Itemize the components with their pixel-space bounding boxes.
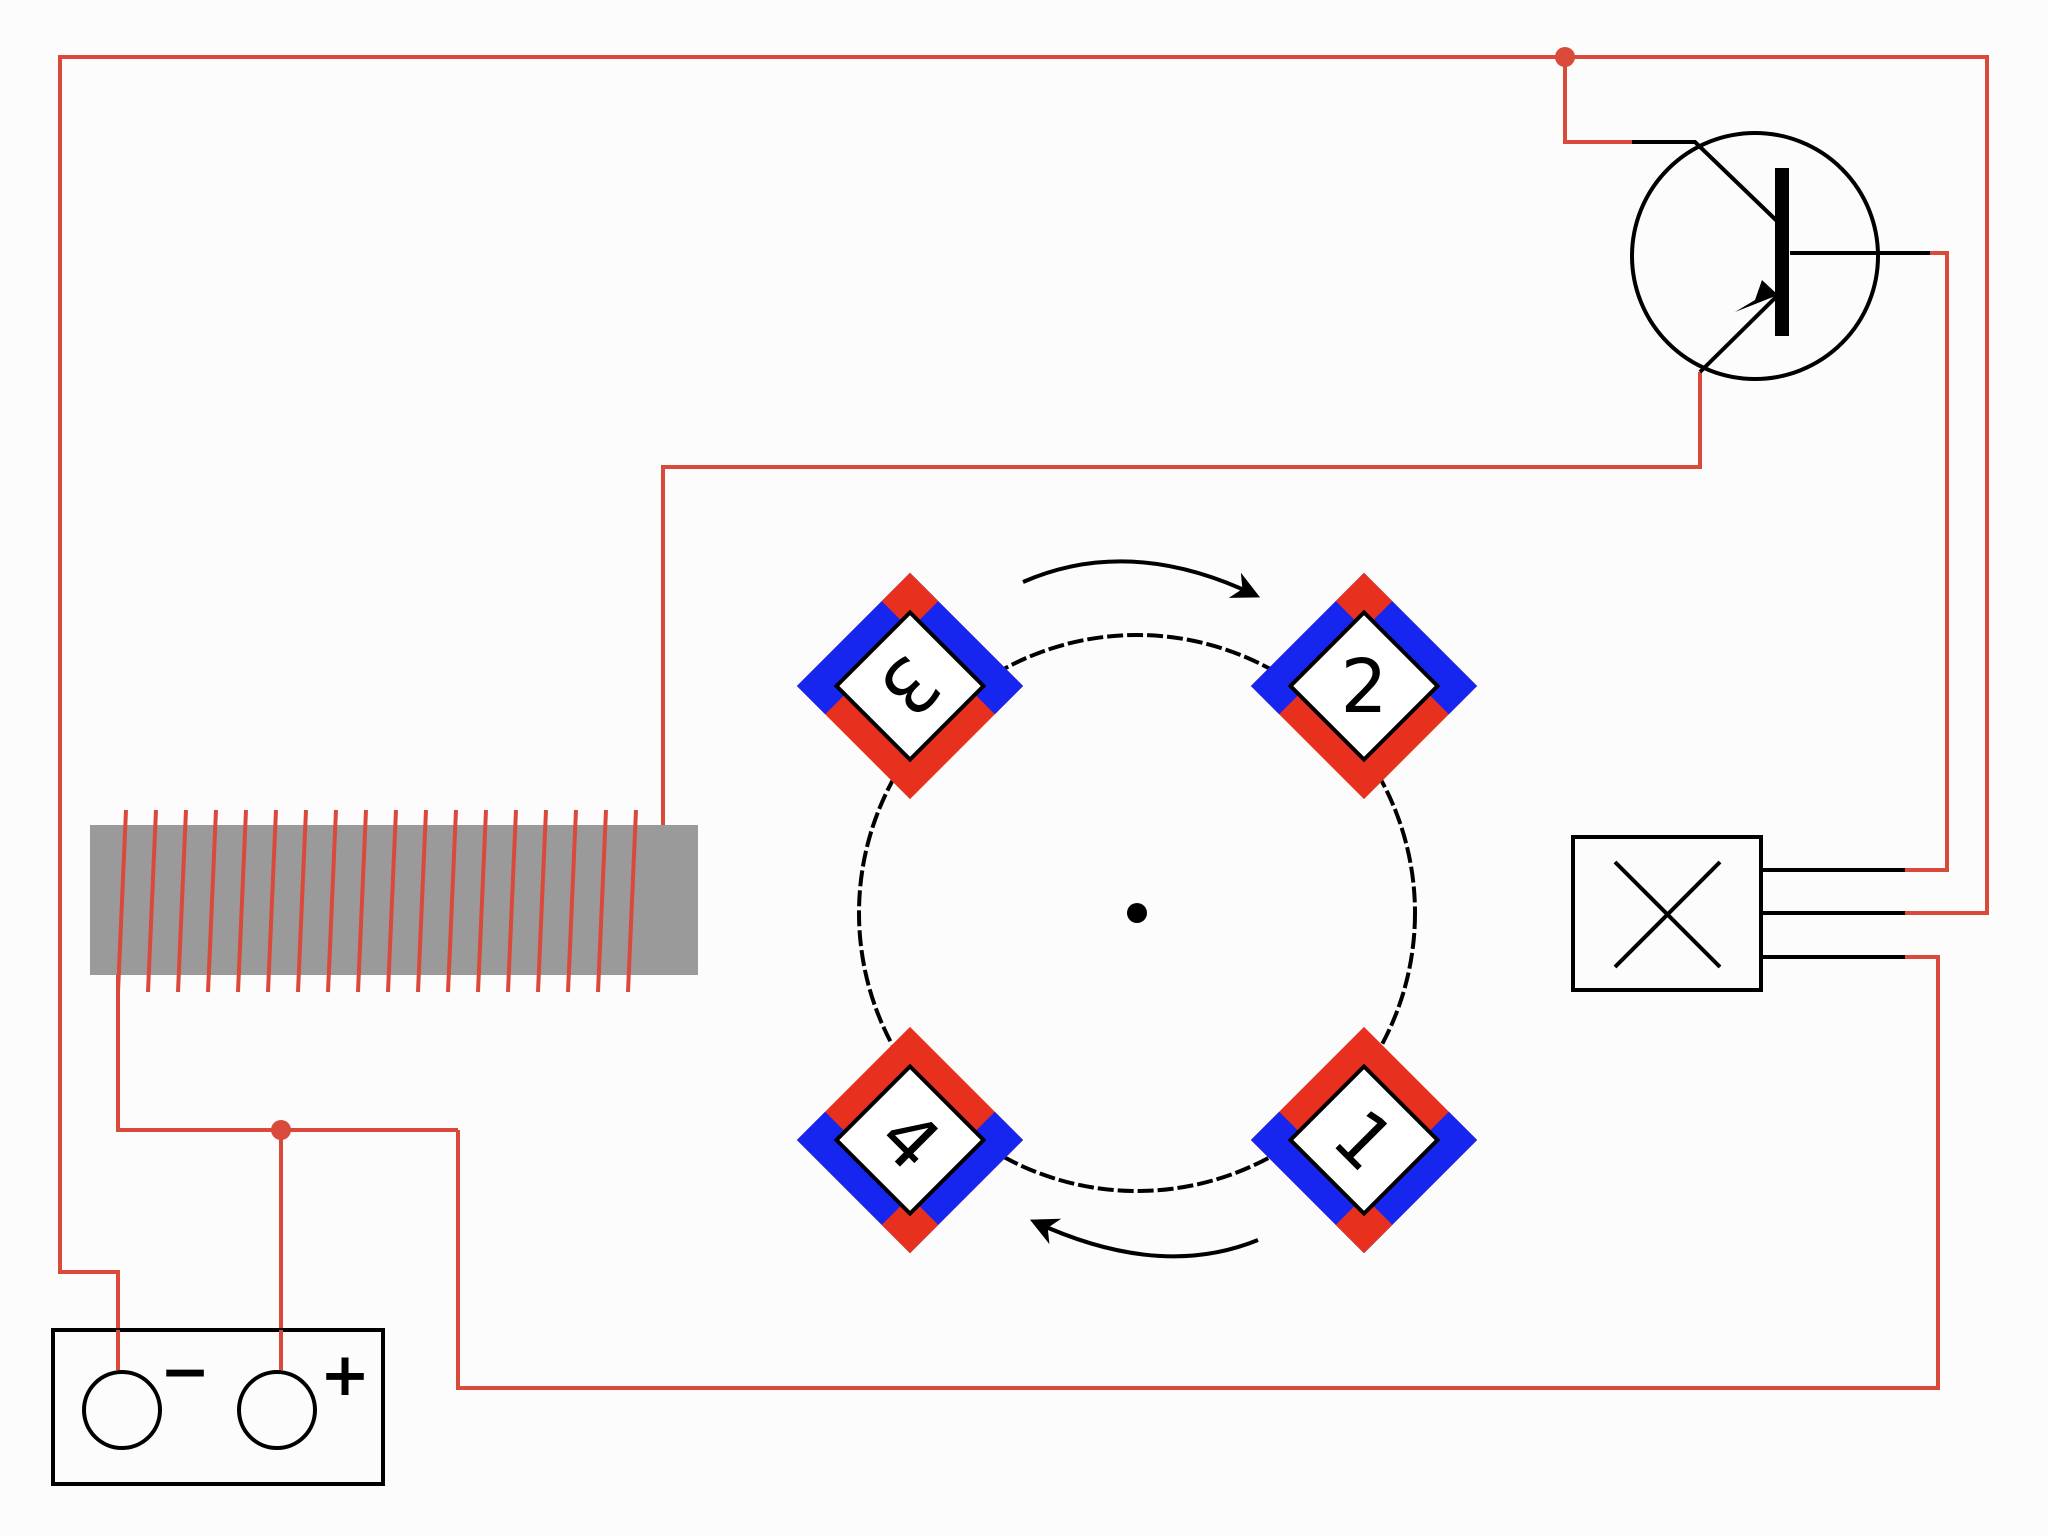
- coil-turn: [386, 809, 398, 993]
- coil-turn: [566, 809, 578, 993]
- wire-top-loop: [58, 55, 1989, 1370]
- wire-collector-to-coil: [661, 372, 1702, 825]
- magnet-1-north-corner: [1335, 1196, 1393, 1254]
- coil-turn: [536, 809, 548, 993]
- magnet-2-north-corner: [1335, 572, 1393, 630]
- magnet-2-label: 2: [1340, 644, 1387, 730]
- magnet-1-label-box: [1287, 1063, 1441, 1217]
- coil-turn: [326, 809, 338, 993]
- wire-bottom-loop: [456, 955, 1940, 1390]
- magnet-2-label-box: [1287, 609, 1441, 763]
- wire-sensor-to-base: [1905, 251, 1949, 872]
- wire-junction-dot: [271, 1120, 291, 1140]
- battery-plus-terminal: [237, 1370, 317, 1450]
- battery-minus-terminal: [82, 1370, 162, 1450]
- coil-turn: [626, 809, 638, 993]
- magnet-3-label-box: [833, 609, 987, 763]
- rotor: 2 3 4 1: [796, 559, 1478, 1259]
- coil-windings: [116, 809, 638, 993]
- rotation-arrow-bottom-icon: [1029, 1218, 1259, 1259]
- transistor-collector-lead: [1698, 293, 1780, 374]
- transistor-body: [1630, 131, 1880, 381]
- coil-turn: [266, 809, 278, 993]
- coil-turn: [596, 809, 608, 993]
- wire-coil-to-junction: [116, 950, 458, 1132]
- coil-turn: [476, 809, 488, 993]
- wiring: [58, 47, 1989, 1390]
- rotor-circle: [857, 633, 1417, 1193]
- coil-turn: [206, 809, 218, 993]
- battery: − +: [51, 1328, 385, 1486]
- coil-turn: [296, 809, 308, 993]
- magnet-3: 3: [796, 572, 1024, 800]
- coil-turn: [176, 809, 188, 993]
- battery-plus-sign: +: [320, 1340, 370, 1410]
- pnp-transistor-icon: [1630, 131, 1930, 381]
- battery-box: [51, 1328, 385, 1486]
- rotor-axle: [1127, 903, 1147, 923]
- coil-turn: [146, 809, 158, 993]
- transistor-emitter-lead: [1632, 140, 1780, 224]
- hall-sensor-x-box-icon: [1571, 835, 1905, 992]
- coil-turn: [236, 809, 248, 993]
- magnet-4-label-box: [833, 1063, 987, 1217]
- coil-turn: [116, 809, 128, 993]
- battery-minus-sign: −: [160, 1337, 210, 1407]
- coil-turn: [356, 809, 368, 993]
- electromagnet-coil: [90, 809, 698, 993]
- sensor-cross-b: [1613, 860, 1722, 969]
- magnet-4: 4: [796, 1026, 1024, 1254]
- rotation-arrow-top-icon: [1022, 559, 1261, 598]
- wire-to-emitter: [1563, 57, 1632, 144]
- coil-turn: [506, 809, 518, 993]
- coil-turn: [416, 809, 428, 993]
- coil-turn: [446, 809, 458, 993]
- magnet-2: 2: [1250, 572, 1478, 800]
- magnet-3-north-corner: [881, 572, 939, 630]
- magnet-1: 1: [1250, 1026, 1478, 1254]
- transistor-emitter-arrow-icon: [1735, 280, 1778, 312]
- wire-junction-dot: [1555, 47, 1575, 67]
